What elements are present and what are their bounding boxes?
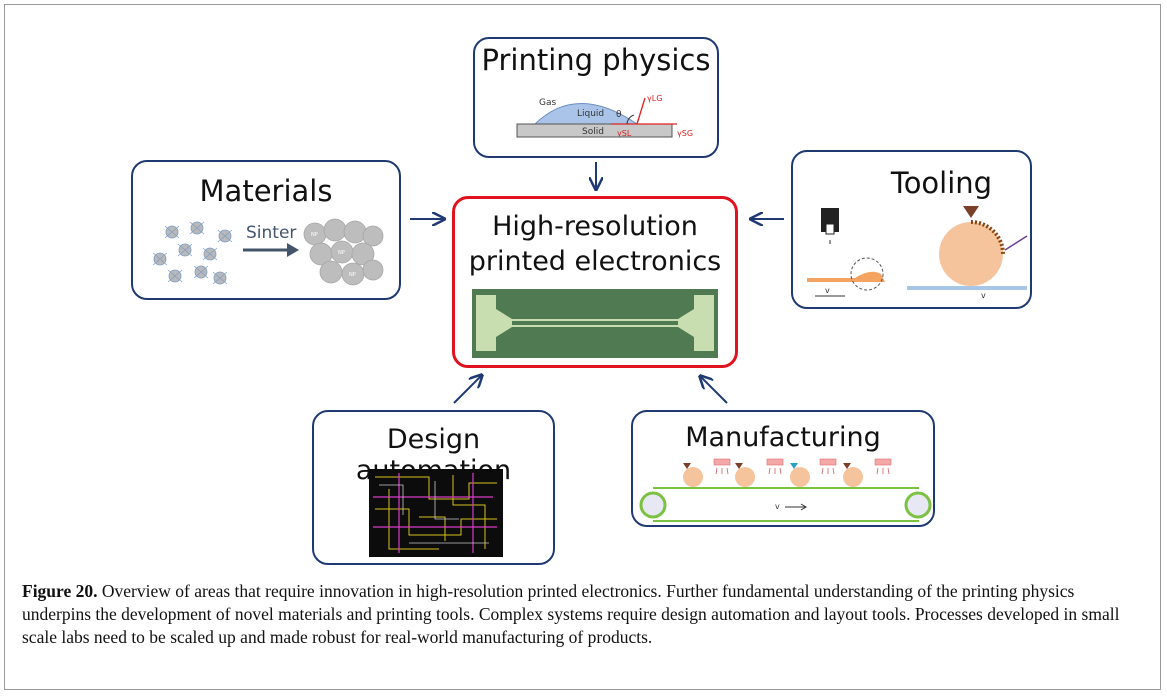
arrow-from-manufacturing [701,377,728,404]
tooling-v-label-2: v [981,291,986,300]
figure-label: Figure 20. [22,581,98,601]
materials-title: Materials [199,174,333,208]
manufacturing-v-label: v [775,502,780,511]
theta-label: θ [616,110,622,120]
printing-physics-box: Printing physics Gas Liquid Solid θ γLG … [473,37,719,158]
layout-diagram [369,469,503,557]
printed-line-micrograph [472,289,718,358]
design-automation-box: Design automation [312,410,555,565]
caption-text: Overview of areas that require innovatio… [22,581,1120,647]
figure-caption: Figure 20. Overview of areas that requir… [22,580,1142,649]
center-title-line1: High-resolution [492,211,698,242]
manufacturing-title: Manufacturing [685,422,881,453]
manufacturing-box: Manufacturing v [631,410,935,527]
gamma-sg-label: γSG [677,129,693,138]
roll-to-roll-diagram: v [639,458,932,522]
materials-box: Materials Sinter NP NP NP [131,160,401,300]
liquid-label: Liquid [577,109,604,119]
gamma-lg-label: γLG [647,94,662,103]
tooling-v-label-1: v [825,286,830,295]
tooling-title: Tooling [890,166,993,200]
printing-physics-title: Printing physics [481,43,711,77]
arrow-from-design-automation [453,376,481,404]
np-label: NP [338,250,345,256]
center-title-line2: printed electronics [468,246,722,277]
contact-angle-diagram: Gas Liquid Solid θ γLG γSL γSG [516,94,693,138]
sintered-particles [303,218,384,286]
sintering-diagram: Sinter NP NP NP [152,218,384,286]
np-label: NP [311,232,318,238]
figure-frame [4,4,1161,690]
solid-label: Solid [582,127,604,137]
sinter-label: Sinter [246,223,296,243]
np-label: NP [349,272,356,278]
tooling-diagram: v v [807,206,1028,300]
connector-arrows [410,162,784,404]
center-box: High-resolution printed electronics [452,196,738,368]
gas-label: Gas [539,98,556,108]
tooling-box: Tooling v v [791,150,1032,309]
gamma-sl-label: γSL [617,129,632,138]
